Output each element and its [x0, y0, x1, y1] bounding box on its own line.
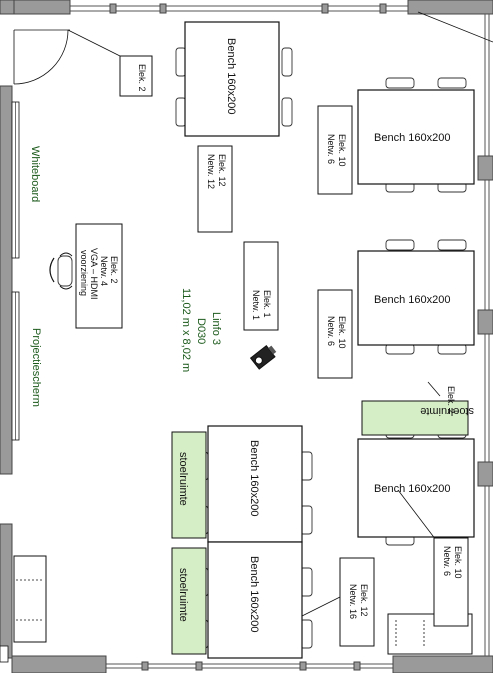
outlet-7-line1: Elek. 10	[453, 546, 463, 579]
bench-1-label: Bench 160x200	[225, 38, 237, 114]
whiteboard-label: Whiteboard	[29, 146, 41, 202]
teacher-desk: Elek. 2 Netw. 4 VGA – HDMI voorziening	[75, 223, 123, 329]
chair-storage-2: stoelruimte	[171, 431, 207, 539]
chair-storage-2-label: stoelruimte	[177, 452, 189, 506]
bench-2: Bench 160x200	[357, 77, 475, 193]
outlet-8-line2: Netw. 16	[348, 584, 358, 619]
projection-screen: Projectiescherm	[11, 291, 42, 441]
outlet-7: Elek. 10 Netw. 6	[397, 489, 469, 627]
bench-2-label: Bench 160x200	[374, 132, 450, 144]
office-chair-icon	[49, 252, 73, 290]
corner-marker	[0, 645, 9, 663]
bench-3-label: Bench 160x200	[374, 294, 450, 306]
teacher-desk-line2: Netw. 4	[99, 256, 109, 286]
chair-storage-1-label: stoelruimte	[420, 405, 474, 417]
bench-5-label: Bench 160x200	[248, 440, 260, 516]
outlet-5: Elek. 10 Netw. 6	[317, 289, 353, 379]
room-dimensions: 11,02 m x 8,02 m	[180, 288, 192, 372]
bench-5: Bench 160x200	[195, 425, 313, 543]
bench-1: Bench 160x200	[175, 21, 293, 137]
bench-6-label: Bench 160x200	[248, 556, 260, 632]
outlet-4-line2: Netw. 6	[326, 134, 336, 164]
outlet-1-line1: Elek. 2	[137, 64, 147, 92]
outlet-8: Elek. 12 Netw. 16	[301, 557, 375, 647]
bench-4: Bench 160x200	[357, 427, 475, 546]
outlet-5-line2: Netw. 6	[326, 316, 336, 346]
chair-storage-3-label: stoelruimte	[177, 568, 189, 622]
outlet-5-line1: Elek. 10	[337, 316, 347, 349]
outlet-6-line1: Elek. 2	[446, 386, 456, 414]
outlet-8-line1: Elek. 12	[359, 584, 369, 617]
outlet-3-line2: Netw. 1	[251, 290, 261, 320]
teacher-desk-line4: voorziening	[79, 250, 89, 296]
door-swing-icon	[13, 29, 70, 85]
teacher-desk-line3: VGA – HDMI	[89, 248, 99, 300]
outlet-7-line2: Netw. 6	[442, 546, 452, 576]
room-info: Linfo 3 D030 11,02 m x 8,02 m	[180, 288, 222, 372]
chair-storage-1: stoelruimte	[361, 400, 474, 436]
bench-3: Bench 160x200	[357, 239, 475, 355]
room-code: D030	[195, 318, 207, 344]
outlet-1: Elek. 2	[67, 29, 153, 97]
teacher-desk-line1: Elek. 2	[109, 256, 119, 284]
outlet-6: Elek. 2	[427, 381, 456, 414]
outlet-3: Elek. 1 Netw. 1	[243, 241, 279, 331]
outlet-2-line2: Netw. 12	[206, 154, 216, 189]
cabinet	[13, 555, 47, 643]
room-name: Linfo 3	[210, 312, 222, 345]
projector-icon	[249, 345, 277, 370]
bench-6: Bench 160x200	[195, 541, 313, 659]
outlet-3-line1: Elek. 1	[262, 290, 272, 318]
outlet-2-line1: Elek. 12	[217, 154, 227, 187]
teacher-chair	[49, 252, 73, 290]
projection-screen-label: Projectiescherm	[30, 328, 42, 407]
bench-4-label: Bench 160x200	[374, 483, 450, 495]
chair-storage-3: stoelruimte	[171, 547, 207, 655]
outlet-4: Elek. 10 Netw. 6	[317, 105, 353, 195]
whiteboard: Whiteboard	[11, 101, 41, 259]
outlet-2: Elek. 12 Netw. 12	[197, 145, 233, 233]
outlet-4-line1: Elek. 10	[337, 134, 347, 167]
